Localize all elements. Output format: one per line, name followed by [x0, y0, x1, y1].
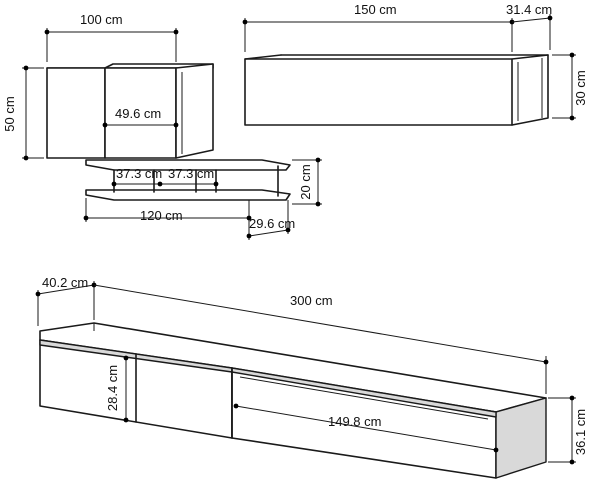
dim-dot — [315, 201, 321, 207]
label-shelf-width: 120 cm — [140, 208, 183, 223]
dim-dot — [543, 359, 549, 365]
long-cabinet-top-edge — [244, 54, 282, 60]
dim-dot — [569, 52, 575, 58]
dim-dot — [23, 65, 29, 71]
label-shelf-section-right: 37.3 cm — [168, 166, 214, 181]
dim-line-stand-depth — [37, 284, 95, 295]
dim-dot — [246, 215, 252, 221]
label-cabinet-height: 50 cm — [2, 96, 17, 131]
label-long-height: 30 cm — [573, 70, 588, 105]
dim-dot — [83, 215, 89, 221]
dim-dot — [111, 181, 117, 187]
dim-dot — [102, 122, 108, 128]
dim-dot — [547, 15, 553, 21]
dim-line-long-depth — [511, 17, 551, 23]
dimension-labels: 100 cm 50 cm 49.6 cm 37.3 cm 37.3 cm 20 … — [2, 2, 588, 455]
label-shelf-section-left: 37.3 cm — [116, 166, 162, 181]
cabinet-side — [175, 63, 214, 159]
label-long-depth: 31.4 cm — [506, 2, 552, 17]
dimension-lines — [22, 14, 576, 465]
dim-dot — [315, 157, 321, 163]
stand-right-side — [495, 397, 547, 479]
dim-dot — [123, 417, 129, 423]
dim-dot — [285, 227, 291, 233]
label-inner-width: 49.6 cm — [115, 106, 161, 121]
label-drawer-height: 28.4 cm — [105, 365, 120, 411]
tv-stand — [39, 322, 547, 479]
long-cabinet-body — [244, 54, 549, 126]
label-cabinet-width: 100 cm — [80, 12, 123, 27]
dim-dot — [123, 355, 129, 361]
dim-dot — [173, 122, 179, 128]
dim-line-drawer-width — [235, 405, 497, 451]
dim-dot — [242, 19, 248, 25]
dim-dot — [23, 155, 29, 161]
dim-dot — [157, 181, 163, 187]
dim-dot — [44, 29, 50, 35]
dim-dot — [213, 181, 219, 187]
open-shelf-unit — [85, 159, 291, 201]
long-wall-cabinet — [244, 54, 549, 126]
dim-dot — [35, 291, 41, 297]
label-stand-height: 36.1 cm — [573, 409, 588, 455]
dim-dot — [246, 233, 252, 239]
dim-dot — [569, 459, 575, 465]
dim-dot — [173, 29, 179, 35]
dim-line-stand-width — [93, 284, 547, 363]
label-shelf-height: 20 cm — [298, 164, 313, 199]
shelf-top-board — [85, 159, 291, 171]
dim-dot — [569, 395, 575, 401]
label-long-width: 150 cm — [354, 2, 397, 17]
dim-dot — [233, 403, 239, 409]
cabinet-left-door — [46, 67, 106, 159]
label-drawer-width: 149.8 cm — [328, 414, 381, 429]
dim-dot — [493, 447, 499, 453]
label-stand-depth: 40.2 cm — [42, 275, 88, 290]
shelf-bottom-board — [85, 189, 291, 201]
label-stand-width: 300 cm — [290, 293, 333, 308]
label-shelf-depth: 29.6 cm — [249, 216, 295, 231]
dim-dot — [569, 115, 575, 121]
stand-drawer-top-line — [239, 376, 489, 420]
dim-line-shelf-depth — [248, 229, 289, 237]
wall-cabinet — [46, 63, 214, 159]
dim-dot — [509, 19, 515, 25]
